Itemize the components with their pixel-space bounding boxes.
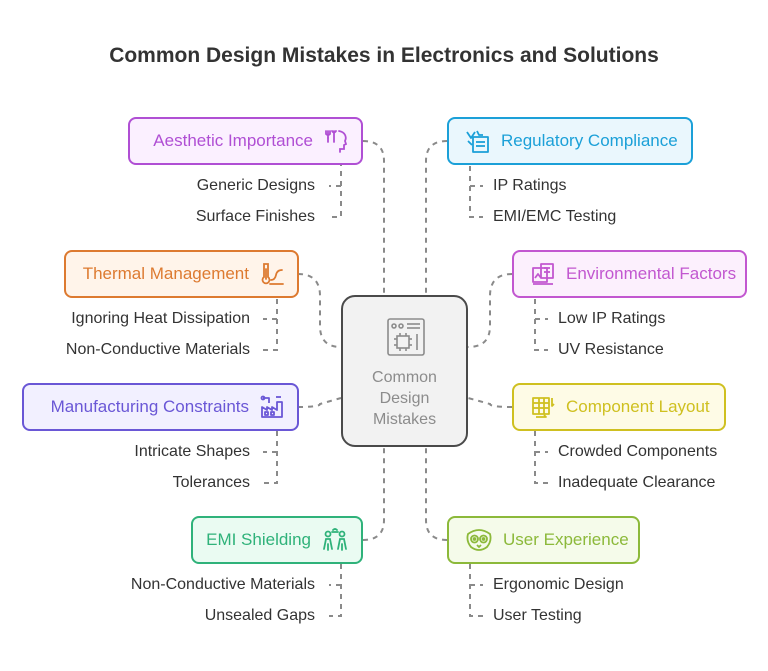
center-node: Common Design Mistakes <box>341 295 468 447</box>
category-label: User Experience <box>503 530 629 549</box>
category-label: Regulatory Compliance <box>501 131 678 150</box>
sub-item: Non-Conductive Materials <box>65 341 250 358</box>
sub-item: UV Resistance <box>558 341 664 358</box>
sub-item: Intricate Shapes <box>134 443 250 460</box>
category-aesthetic-importance: Aesthetic Importance <box>128 117 363 165</box>
layout-grid-icon <box>530 394 556 420</box>
center-label: Common Design Mistakes <box>343 367 466 430</box>
owl-face-icon <box>465 527 493 553</box>
head-tools-icon <box>323 128 349 154</box>
center-label-line: Mistakes <box>372 411 437 428</box>
category-label: Manufacturing Constraints <box>50 397 249 416</box>
environment-icon <box>530 261 556 287</box>
sub-item: Inadequate Clearance <box>558 474 716 491</box>
category-component-layout: Component Layout <box>512 383 726 431</box>
category-label: Environmental Factors <box>566 264 737 283</box>
sub-item: Non-Conductive Materials <box>130 576 315 593</box>
center-label-line: Common <box>372 369 437 386</box>
thermometer-icon <box>259 261 285 287</box>
category-regulatory-compliance: Regulatory Compliance <box>447 117 693 165</box>
category-emi-shielding: EMI Shielding <box>191 516 363 564</box>
sub-item: Surface Finishes <box>195 208 315 225</box>
sub-item: Generic Designs <box>196 177 315 194</box>
sub-item: Tolerances <box>172 474 250 491</box>
sub-item: Unsealed Gaps <box>204 607 315 624</box>
compliance-icon <box>465 128 491 154</box>
center-label-line: Design <box>379 390 430 407</box>
category-label: EMI Shielding <box>206 530 311 549</box>
category-thermal-management: Thermal Management <box>64 250 299 298</box>
factory-icon <box>259 394 285 420</box>
category-label: Aesthetic Importance <box>153 131 313 150</box>
sub-item: Ergonomic Design <box>493 576 624 593</box>
category-user-experience: User Experience <box>447 516 640 564</box>
sub-item: Low IP Ratings <box>558 310 666 327</box>
sub-item: Crowded Components <box>558 443 718 460</box>
people-signal-icon <box>321 527 349 553</box>
sub-item: Ignoring Heat Dissipation <box>71 310 250 327</box>
sub-item: IP Ratings <box>493 177 567 194</box>
sub-item: User Testing <box>493 607 582 624</box>
category-label: Thermal Management <box>82 264 249 283</box>
circuit-board-icon <box>386 317 426 362</box>
category-environmental-factors: Environmental Factors <box>512 250 747 298</box>
page-title: Common Design Mistakes in Electronics an… <box>109 44 659 67</box>
category-label: Component Layout <box>566 397 710 416</box>
sub-item: EMI/EMC Testing <box>493 208 617 225</box>
category-manufacturing-constraints: Manufacturing Constraints <box>22 383 299 431</box>
